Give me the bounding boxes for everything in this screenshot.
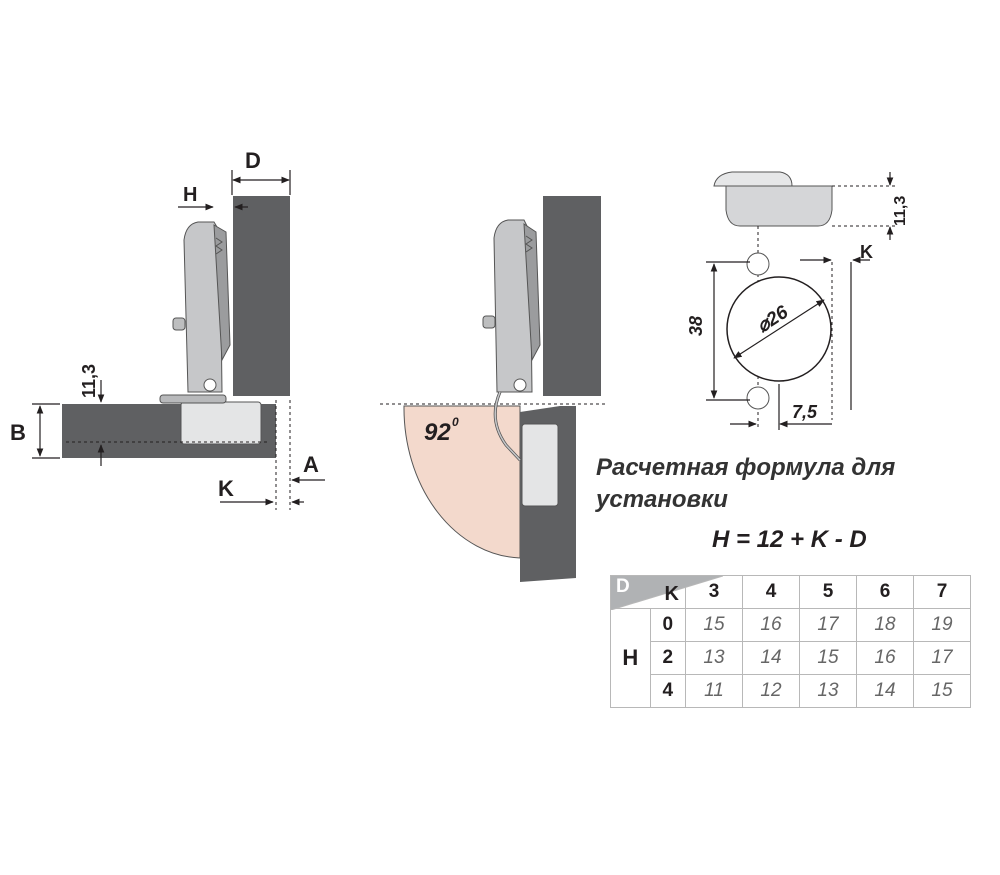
table-cell: 14 xyxy=(856,674,914,708)
plate-top-cap xyxy=(713,171,793,187)
table-cell: 14 xyxy=(742,641,800,675)
label-K-right: K xyxy=(860,242,873,262)
table-cell: 12 xyxy=(742,674,800,708)
label-D: D xyxy=(245,148,261,173)
formula-expression: H = 12 + K - D xyxy=(712,526,867,553)
middle-door-panel xyxy=(543,196,601,396)
table-corner-cell: D K xyxy=(610,575,723,610)
table-header-row: D K 3 4 5 6 7 xyxy=(610,575,971,610)
k-header: 4 xyxy=(742,575,800,609)
hinge-lookup-table: D K 3 4 5 6 7 H 0 15 16 17 18 19 2 13 14… xyxy=(610,575,971,708)
d-row-label: 2 xyxy=(649,641,687,675)
left-mounting-plate xyxy=(159,394,227,404)
table-cell: 13 xyxy=(799,674,857,708)
label-B: B xyxy=(10,420,26,445)
label-A: A xyxy=(303,452,319,477)
h-group-label: H xyxy=(610,608,651,708)
corner-label-K: K xyxy=(664,583,679,605)
label-11-3-right: 11,3 xyxy=(892,196,909,226)
table-cell: 16 xyxy=(856,641,914,675)
table-cell: 11 xyxy=(685,674,743,708)
table-cell: 15 xyxy=(799,641,857,675)
table-row: 2 13 14 15 16 17 xyxy=(611,641,971,675)
right-plate-view: 11,3 ⌀26 38 K 7,5 xyxy=(686,171,909,430)
table-cell: 13 xyxy=(685,641,743,675)
formula-title: Расчетная формула для установки xyxy=(596,454,896,513)
corner-diagonal xyxy=(611,576,723,610)
table-cell: 17 xyxy=(799,608,857,642)
table-row: H 0 15 16 17 18 19 xyxy=(610,608,971,708)
table-cell: 15 xyxy=(685,608,743,642)
table-cell: 18 xyxy=(856,608,914,642)
d-row-label: 4 xyxy=(649,674,687,708)
table-cell: 19 xyxy=(913,608,971,642)
corner-label-D: D xyxy=(616,576,630,597)
label-H: H xyxy=(183,184,197,206)
middle-hinge-cup xyxy=(521,423,559,507)
d-row-label: 0 xyxy=(649,608,687,642)
opening-arc xyxy=(403,405,521,559)
middle-hinge-view: 92 0 xyxy=(380,196,608,582)
label-38: 38 xyxy=(686,316,706,336)
k-header: 7 xyxy=(913,575,971,609)
k-header: 5 xyxy=(799,575,857,609)
table-cell: 16 xyxy=(742,608,800,642)
k-header: 6 xyxy=(856,575,914,609)
label-7-5: 7,5 xyxy=(792,402,818,422)
angle-unit: 0 xyxy=(452,415,459,429)
left-hinge-cup xyxy=(180,401,262,445)
left-hinge-view: D H 11,3 B A K xyxy=(10,148,325,510)
plate-body xyxy=(725,185,833,227)
table-cell: 15 xyxy=(913,674,971,708)
screw-hole-bottom xyxy=(746,386,770,410)
left-door-panel xyxy=(233,196,290,396)
label-11-3-left: 11,3 xyxy=(79,364,99,398)
screw-hole-top xyxy=(746,252,770,276)
table-row: 4 11 12 13 14 15 xyxy=(611,674,971,708)
label-K-left: K xyxy=(218,476,234,501)
angle-label: 92 xyxy=(424,419,451,446)
table-cell: 17 xyxy=(913,641,971,675)
